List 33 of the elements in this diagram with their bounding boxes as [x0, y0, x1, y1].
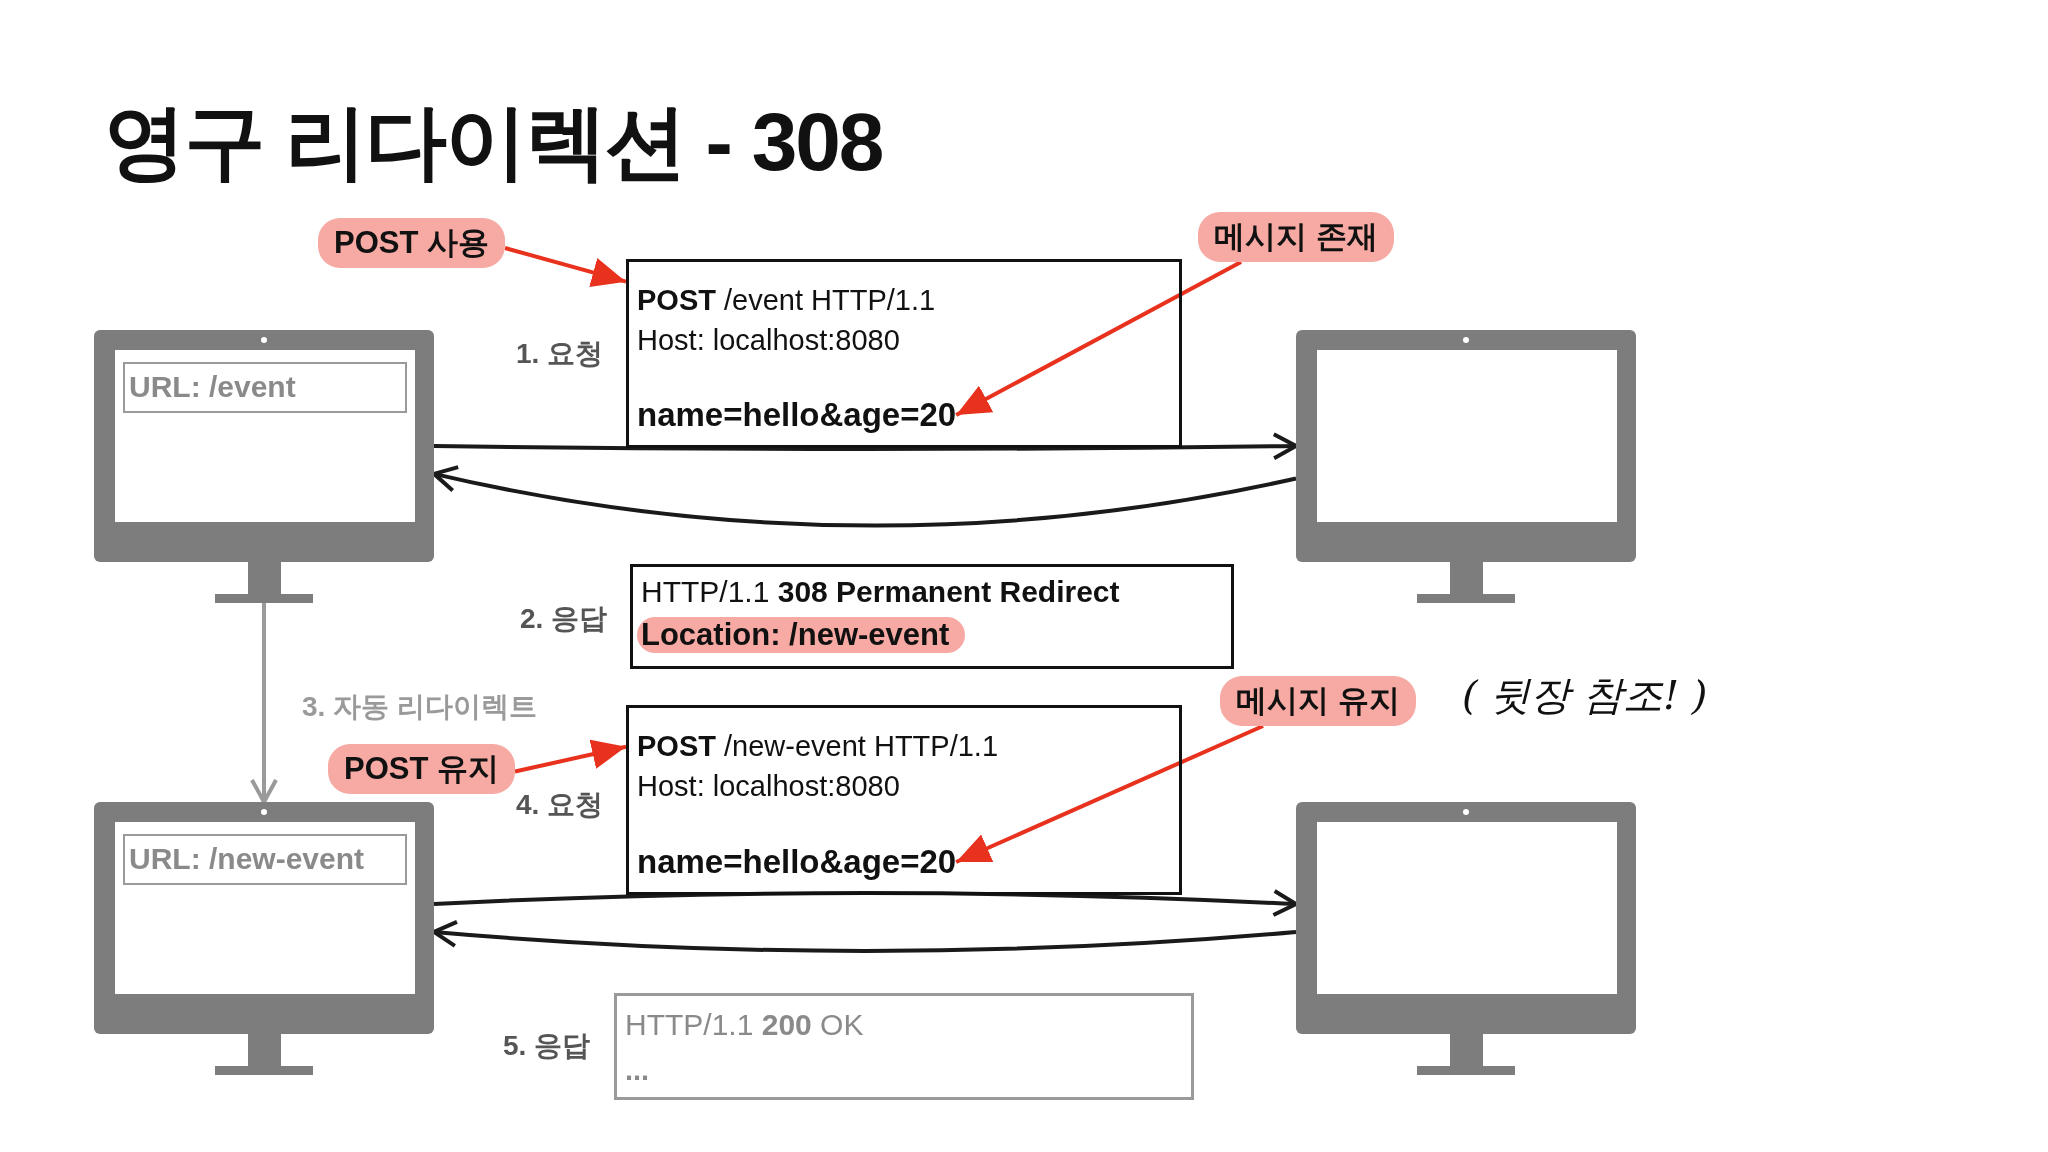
arrow [955, 260, 1242, 417]
arrow [250, 603, 278, 804]
arrow [504, 246, 627, 287]
step-label: 5. 응답 [503, 1029, 591, 1063]
response-line: HTTP/1.1 200 OK [625, 1008, 864, 1042]
response-box [630, 564, 1234, 669]
highlight-label: 메시지 존재 [1198, 212, 1394, 262]
arrow [433, 432, 1298, 461]
highlight-label: 메시지 유지 [1220, 676, 1416, 726]
highlight-label: POST 유지 [328, 744, 515, 794]
response-line: HTTP/1.1 308 Permanent Redirect [641, 575, 1120, 609]
request-box [626, 259, 1182, 448]
arrow [514, 739, 627, 774]
handwritten-note: ( 뒷장 참조! ) [1462, 671, 1708, 720]
arrow [433, 889, 1298, 918]
request-line: POST /new-event HTTP/1.1 [637, 730, 999, 763]
arrow [955, 724, 1264, 864]
highlighted-text: Location: /new-event [637, 617, 966, 653]
step-label: 1. 요청 [516, 337, 604, 371]
body-text: name=hello&age=20 [637, 396, 957, 434]
step-label: 2. 응답 [520, 602, 608, 636]
step-label: 4. 요청 [516, 788, 604, 822]
title: 영구 리다이렉션 - 308 [104, 95, 883, 189]
body-text: name=hello&age=20 [637, 843, 957, 881]
request-line: Host: localhost:8080 [637, 770, 900, 803]
url-field: URL: /event [123, 362, 407, 413]
highlight-label: POST 사용 [318, 218, 505, 268]
request-line: POST /event HTTP/1.1 [637, 284, 936, 317]
url-field: URL: /new-event [123, 834, 407, 885]
request-line: Host: localhost:8080 [637, 324, 900, 357]
response-box [614, 993, 1194, 1100]
request-box [626, 705, 1182, 895]
response-line: ... [625, 1054, 650, 1087]
